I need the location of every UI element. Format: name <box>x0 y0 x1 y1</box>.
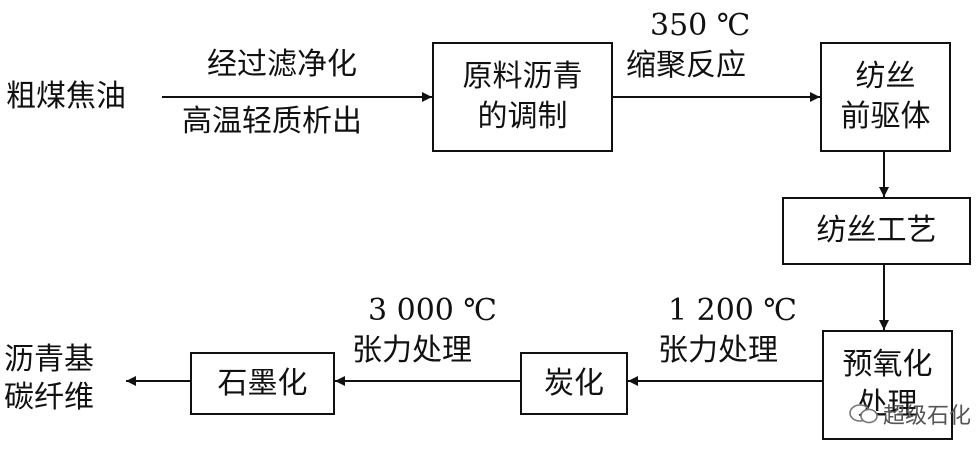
node-carbonize: 炭化 <box>520 352 628 415</box>
node-preox: 预氧化 处理 <box>822 330 953 440</box>
node-spinning-text: 纺丝工艺 <box>816 213 937 248</box>
node-graphitize-text: 石墨化 <box>217 365 308 401</box>
edge-label-source-to-blend-bottom: 高温轻质析出 <box>182 104 362 139</box>
node-carbonize-text: 炭化 <box>544 365 604 401</box>
node-graphitize: 石墨化 <box>190 352 335 415</box>
node-precursor: 纺丝 前驱体 <box>820 42 951 152</box>
edge-label-blend-to-precursor-bottom: 缩聚反应 <box>626 48 746 83</box>
node-product: 沥青基 碳纤维 <box>4 341 94 417</box>
node-blend-line2: 的调制 <box>477 99 568 134</box>
wechat-icon <box>849 404 878 424</box>
edge-label-carbonize-to-graphitize-bottom: 张力处理 <box>352 333 472 368</box>
edge-label-preox-to-carbonize-top: 1 200 ℃ <box>668 293 797 328</box>
node-precursor-line1: 纺丝 <box>855 59 916 94</box>
watermark-text: 超级石化 <box>882 404 971 429</box>
node-source: 粗煤焦油 <box>6 79 126 115</box>
node-source-text: 粗煤焦油 <box>6 79 126 114</box>
watermark: 超级石化 <box>849 398 971 430</box>
node-blend-line1: 原料沥青 <box>462 59 583 94</box>
edge-label-carbonize-to-graphitize-top: 3 000 ℃ <box>368 293 497 328</box>
node-preox-line1: 预氧化 <box>842 347 933 382</box>
edge-label-source-to-blend-top: 经过滤净化 <box>207 47 357 82</box>
node-spinning: 纺丝工艺 <box>782 197 971 265</box>
node-precursor-line2: 前驱体 <box>840 99 931 134</box>
node-product-line2: 碳纤维 <box>4 380 94 415</box>
node-blend: 原料沥青 的调制 <box>432 42 613 152</box>
edge-label-blend-to-precursor-top: 350 ℃ <box>650 8 751 43</box>
edge-label-preox-to-carbonize-bottom: 张力处理 <box>658 333 778 368</box>
node-product-line1: 沥青基 <box>4 342 94 377</box>
